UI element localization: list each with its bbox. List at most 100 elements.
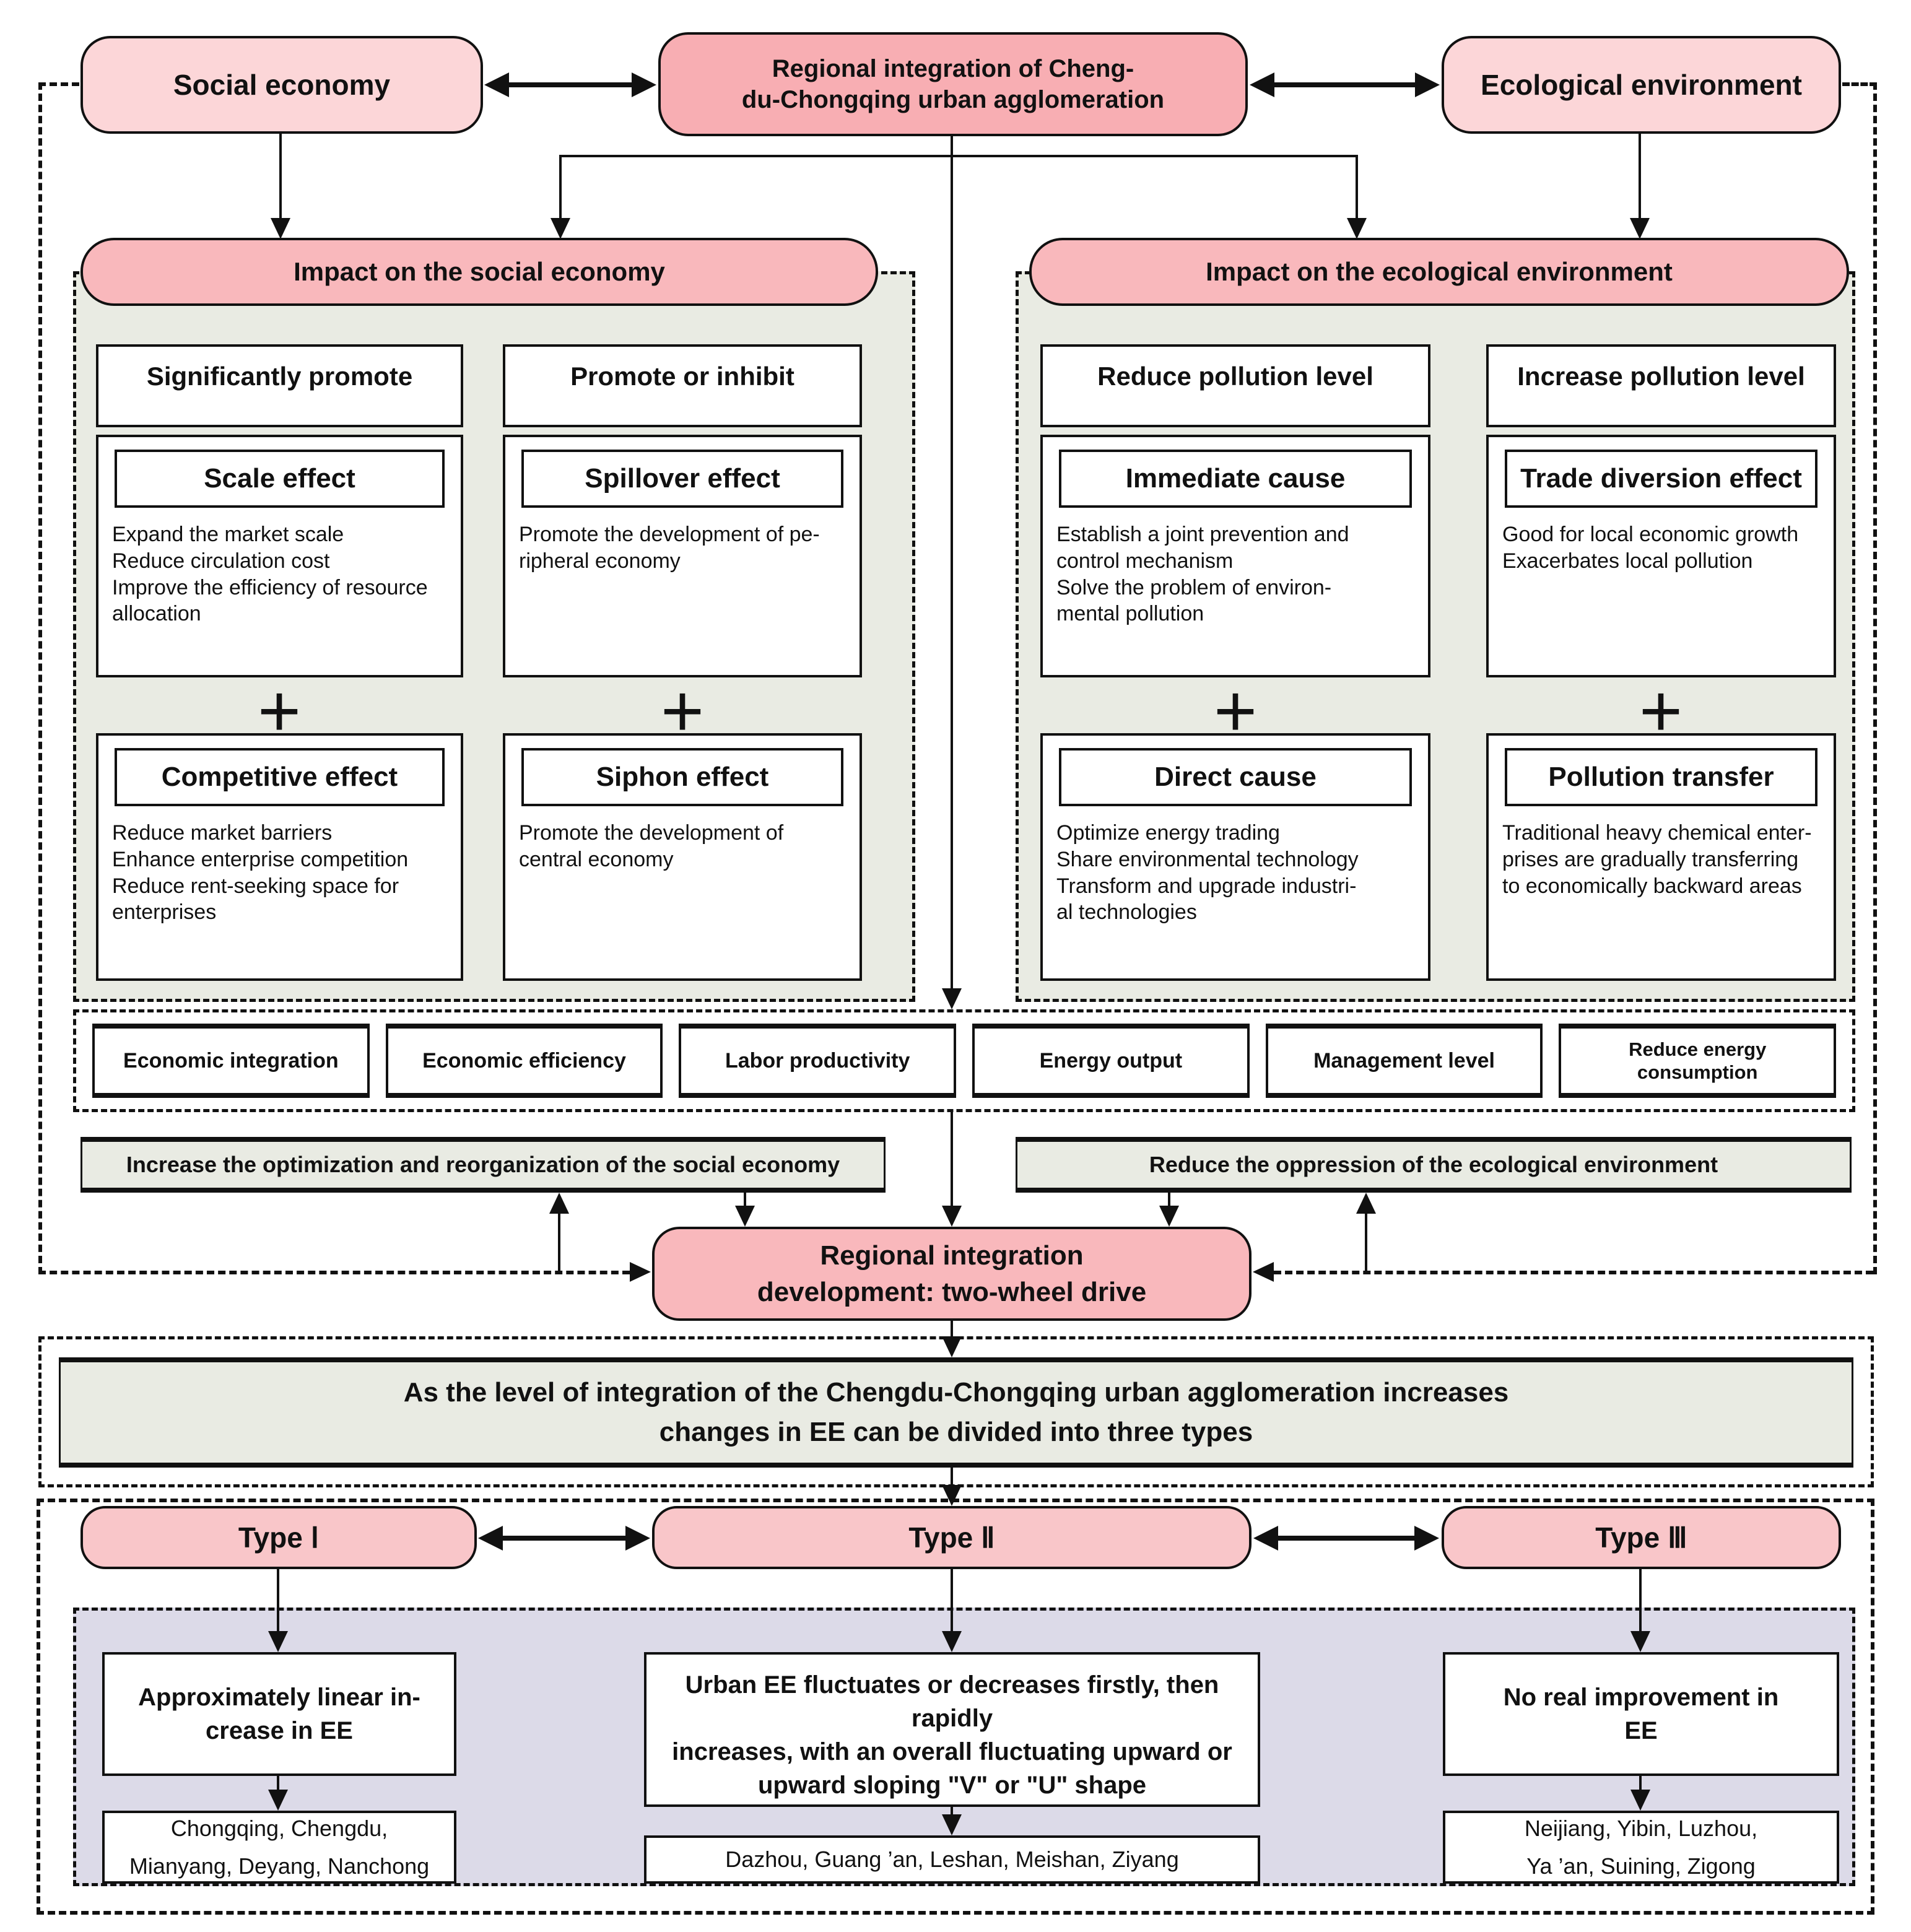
outcome-significantly-promote: Significantly promote: [96, 344, 463, 427]
effect-competitive: Competitive effect Reduce market barrier…: [96, 733, 463, 981]
node-type-3-label: Type Ⅲ: [1595, 1521, 1687, 1554]
indicator-economic-integration: Economic integration: [92, 1024, 370, 1098]
header-ecological-impact-label: Impact on the ecological environment: [1206, 257, 1673, 286]
outcome-label: Promote or inhibit: [570, 362, 794, 391]
line-social-bar-to-hub: [744, 1193, 746, 1208]
node-hub-label: Regional integration development: two-wh…: [757, 1240, 1147, 1307]
effect-trade-diversion-title: Trade diversion effect: [1505, 450, 1817, 508]
node-regional-integration-label: Regional integration of Cheng- du-Chongq…: [741, 55, 1165, 113]
outcome-promote-or-inhibit: Promote or inhibit: [503, 344, 862, 427]
loop-right-bottom-dash: [1274, 1271, 1873, 1274]
loop-arrowhead-into-hub-right: [1253, 1262, 1274, 1282]
arrowhead-up-into-eco-bar: [1356, 1193, 1376, 1214]
type3-description-box: No real improvement in EE: [1443, 1652, 1839, 1776]
effect-competitive-body: Reduce market barriers Enhance enterpris…: [112, 821, 409, 925]
indicator-management-level: Management level: [1265, 1024, 1543, 1098]
node-type-3: Type Ⅲ: [1442, 1506, 1841, 1569]
arrowhead-social-to-header: [271, 218, 290, 239]
line-type1-down: [277, 1569, 279, 1632]
arrowhead-type2-down: [942, 1631, 962, 1652]
arrowhead-right-icon: [632, 72, 656, 97]
effect-siphon-body: Promote the development of central econo…: [519, 821, 784, 871]
line-ecological-to-header: [1639, 134, 1641, 220]
effect-spillover: Spillover effect Promote the development…: [503, 435, 862, 677]
loop-left-top-dash: [38, 82, 79, 86]
loop-arrowhead-into-hub-left: [630, 1262, 651, 1282]
arrowhead-branch-right: [1347, 218, 1367, 239]
arrowhead-right-icon: [1414, 1526, 1439, 1551]
arrowhead-type3-to-cities: [1630, 1790, 1650, 1811]
arrow-bar: [1274, 1536, 1418, 1541]
arrowhead-type1-down: [268, 1631, 288, 1652]
arrow-bar: [499, 1536, 629, 1541]
arrowhead-left-icon: [478, 1526, 503, 1551]
statement-label: As the level of integration of the Cheng…: [403, 1377, 1509, 1447]
arrowhead-left-icon: [1250, 72, 1274, 97]
effect-scale-title: Scale effect: [115, 450, 445, 508]
arrowhead-type2-to-cities: [942, 1814, 962, 1835]
type1-cities: Chongqing, Chengdu, Mianyang, Deyang, Na…: [129, 1815, 430, 1879]
line-up-into-eco-bar: [1365, 1212, 1367, 1273]
outcome-increase-pollution: Increase pollution level: [1486, 344, 1836, 427]
type2-cities-box: Dazhou, Guang ’an, Leshan, Meishan, Ziya…: [644, 1835, 1260, 1884]
header-ecological-impact: Impact on the ecological environment: [1029, 238, 1849, 306]
effect-immediate-cause: Immediate cause Establish a joint preven…: [1040, 435, 1430, 677]
type1-cities-box: Chongqing, Chengdu, Mianyang, Deyang, Na…: [102, 1811, 456, 1884]
effect-scale: Scale effect Expand the market scale Red…: [96, 435, 463, 677]
loop-left-bottom-dash: [38, 1271, 630, 1274]
arrowhead-left-icon: [484, 72, 509, 97]
type2-cities: Dazhou, Guang ’an, Leshan, Meishan, Ziya…: [725, 1847, 1179, 1873]
arrowhead-social-bar-to-hub: [735, 1206, 755, 1227]
arrowhead-right-icon: [625, 1526, 650, 1551]
effect-spillover-title: Spillover effect: [521, 450, 843, 508]
indicator-economic-efficiency: Economic efficiency: [385, 1024, 663, 1098]
bar-social-outcome-label: Increase the optimization and reorganiza…: [126, 1152, 840, 1177]
node-type-1: Type Ⅰ: [81, 1506, 477, 1569]
header-social-impact-label: Impact on the social economy: [294, 257, 665, 286]
indicator-reduce-energy-consumption: Reduce energy consumption: [1559, 1024, 1837, 1098]
line-type2-to-cities: [951, 1807, 953, 1817]
arrowhead-right-icon: [1415, 72, 1440, 97]
arrowhead-hub-to-statement: [942, 1336, 962, 1357]
arrowhead-indicators-to-hub: [942, 1206, 962, 1227]
arrow-bar: [1271, 82, 1419, 87]
indicator-energy-output: Energy output: [972, 1024, 1250, 1098]
node-ecological-environment-label: Ecological environment: [1481, 69, 1802, 101]
loop-right-top-dash: [1842, 82, 1877, 86]
effect-trade-diversion: Trade diversion effect Good for local ec…: [1486, 435, 1836, 677]
type2-description-box: Urban EE fluctuates or decreases firstly…: [644, 1652, 1260, 1807]
double-arrow-social-regional: [484, 71, 656, 98]
double-arrow-type2-type3: [1253, 1525, 1439, 1552]
node-type-1-label: Type Ⅰ: [238, 1521, 320, 1554]
effect-siphon: Siphon effect Promote the development of…: [503, 733, 862, 981]
effect-immediate-cause-body: Establish a joint prevention and control…: [1056, 523, 1349, 626]
double-arrow-type1-type2: [478, 1525, 650, 1552]
arrow-bar: [505, 82, 635, 87]
line-statement-to-types: [951, 1468, 953, 1487]
type2-description: Urban EE fluctuates or decreases firstly…: [672, 1671, 1232, 1799]
line-indicators-to-hub: [951, 1112, 953, 1208]
effect-direct-cause: Direct cause Optimize energy trading Sha…: [1040, 733, 1430, 981]
loop-right-vertical-dash: [1873, 82, 1877, 1274]
statement-box: As the level of integration of the Cheng…: [59, 1357, 1853, 1468]
outcome-label: Increase pollution level: [1517, 362, 1805, 391]
arrowhead-type3-down: [1630, 1631, 1650, 1652]
double-arrow-regional-ecological: [1250, 71, 1440, 98]
node-type-2: Type Ⅱ: [652, 1506, 1252, 1569]
arrowhead-eco-bar-to-hub: [1159, 1206, 1179, 1227]
line-type3-to-cities: [1639, 1776, 1642, 1792]
effect-direct-cause-body: Optimize energy trading Share environmen…: [1056, 821, 1359, 925]
line-hub-to-statement: [951, 1321, 953, 1339]
line-regional-stem: [951, 136, 953, 157]
arrowhead-up-into-social-bar: [549, 1193, 569, 1214]
loop-left-vertical-dash: [38, 82, 42, 1274]
effect-direct-cause-title: Direct cause: [1059, 748, 1412, 806]
arrowhead-ecological-to-header: [1630, 218, 1650, 239]
bar-ecological-outcome-label: Reduce the oppression of the ecological …: [1149, 1152, 1718, 1177]
line-type2-down: [951, 1569, 953, 1632]
line-branch-right: [1356, 155, 1358, 220]
indicator-labor-productivity: Labor productivity: [679, 1024, 957, 1098]
effect-immediate-cause-title: Immediate cause: [1059, 450, 1412, 508]
header-social-impact: Impact on the social economy: [81, 238, 878, 306]
